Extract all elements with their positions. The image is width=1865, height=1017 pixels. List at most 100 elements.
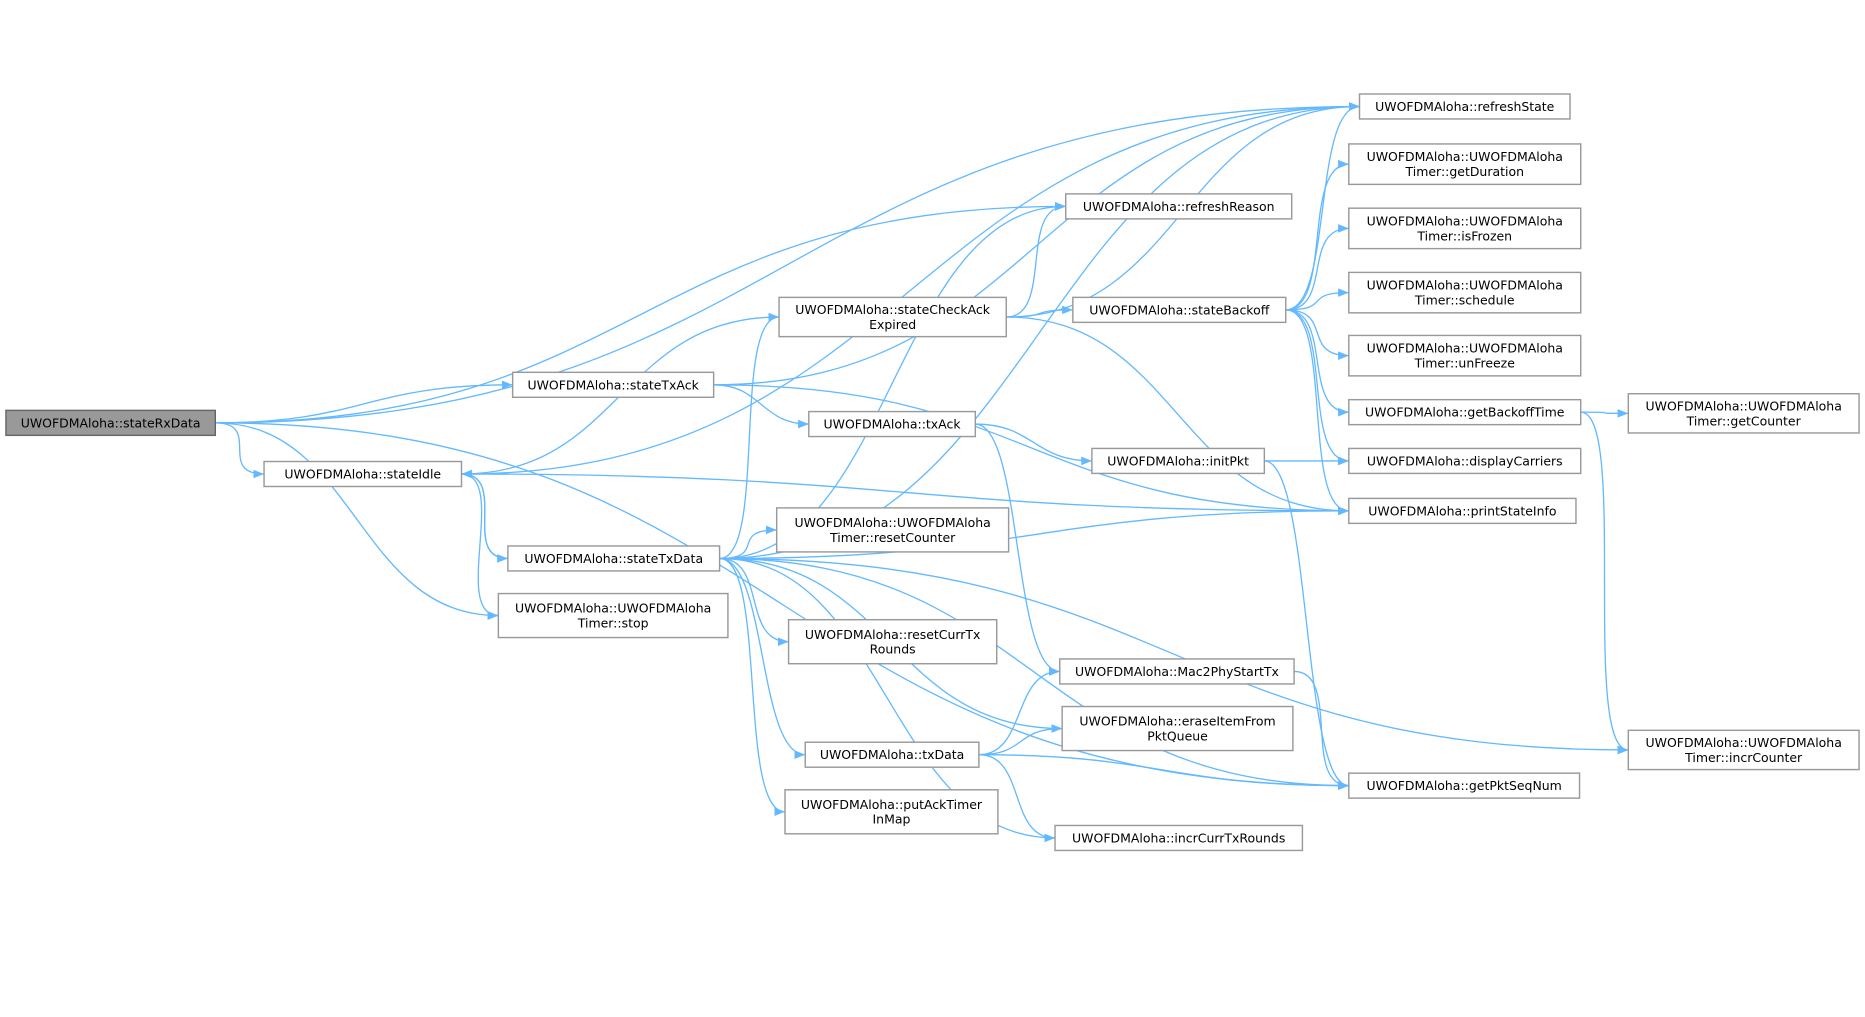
node-label: Rounds — [870, 642, 916, 657]
node-label: UWOFDMAloha::stateIdle — [284, 467, 441, 482]
node-box — [1348, 772, 1581, 799]
edge-stateBackoff-to-printStateInfo — [1285, 309, 1349, 516]
node-incrCounter[interactable]: UWOFDMAloha::UWOFDMAlohaTimer::incrCount… — [1627, 729, 1860, 771]
edge-stateTxAck-to-refreshState — [713, 102, 1360, 386]
edge-stateBackoff-to-getBackoffTime — [1285, 309, 1349, 417]
node-label: Expired — [869, 317, 916, 332]
node-label: UWOFDMAloha::UWOFDMAloha — [1646, 398, 1842, 413]
edge-stateBackoff-to-displayCarriers — [1285, 309, 1349, 466]
edge-stateTxData-to-incrCounter — [719, 557, 1629, 755]
node-label: Timer::incrCounter — [1684, 750, 1803, 765]
edge-initPkt-to-getPktSeqNum — [1264, 460, 1349, 790]
node-box — [1358, 93, 1571, 120]
edge-txAck-to-initPkt — [975, 423, 1092, 466]
edge-getBackoffTime-to-incrCounter — [1580, 411, 1629, 755]
node-label: UWOFDMAloha::printStateInfo — [1368, 503, 1556, 518]
node-label: UWOFDMAloha::resetCurrTx — [805, 627, 981, 642]
node-box — [263, 460, 463, 488]
edge-stateTxData-to-refreshReason — [719, 202, 1066, 560]
node-incrCurrTxRounds[interactable]: UWOFDMAloha::incrCurrTxRounds — [1054, 824, 1304, 852]
node-box — [1348, 207, 1582, 250]
node-txAck[interactable]: UWOFDMAloha::txAck — [808, 410, 977, 438]
edge-stateBackoff-to-getDuration — [1285, 159, 1349, 311]
node-label: Timer::resetCounter — [829, 530, 956, 545]
node-label: UWOFDMAloha::stateTxAck — [527, 377, 699, 392]
edge-stateTxData-to-stateCheckAckExpired — [719, 312, 780, 560]
edge-stateTxAck-to-txAck — [713, 384, 809, 429]
edge-stateBackoff-to-schedule — [1285, 288, 1349, 311]
node-box — [1059, 658, 1295, 685]
node-refreshState[interactable]: UWOFDMAloha::refreshState — [1358, 93, 1571, 120]
node-getPktSeqNum[interactable]: UWOFDMAloha::getPktSeqNum — [1348, 772, 1581, 799]
edge-stateIdle-to-printStateInfo — [461, 473, 1349, 516]
node-label: UWOFDMAloha::UWOFDMAloha — [794, 515, 990, 530]
node-label: UWOFDMAloha::UWOFDMAloha — [515, 601, 711, 616]
node-box — [1065, 193, 1293, 220]
edge-stateCheckAckExpired-to-printStateInfo — [1006, 316, 1349, 516]
node-txData[interactable]: UWOFDMAloha::txData — [804, 741, 980, 768]
node-refreshReason[interactable]: UWOFDMAloha::refreshReason — [1065, 193, 1293, 220]
node-stateTxData[interactable]: UWOFDMAloha::stateTxData — [507, 545, 721, 572]
node-displayCarriers[interactable]: UWOFDMAloha::displayCarriers — [1348, 447, 1582, 475]
node-label: Timer::schedule — [1414, 293, 1515, 308]
node-label: Timer::stop — [577, 616, 649, 631]
node-stateBackoff[interactable]: UWOFDMAloha::stateBackoff — [1072, 296, 1287, 324]
edge-Mac2PhyStartTx-to-getPktSeqNum — [1294, 670, 1349, 790]
nodes: UWOFDMAloha::stateRxDataUWOFDMAloha::sta… — [5, 93, 1860, 852]
node-label: Timer::getDuration — [1405, 164, 1524, 179]
node-Mac2PhyStartTx[interactable]: UWOFDMAloha::Mac2PhyStartTx — [1059, 658, 1295, 685]
node-label: UWOFDMAloha::UWOFDMAloha — [1367, 278, 1563, 293]
edge-txData-to-getPktSeqNum — [978, 754, 1349, 790]
node-box — [1061, 705, 1294, 752]
node-initPkt[interactable]: UWOFDMAloha::initPkt — [1091, 447, 1266, 475]
node-stateRxData[interactable]: UWOFDMAloha::stateRxData — [5, 409, 216, 437]
edge-txAck-to-Mac2PhyStartTx — [975, 423, 1060, 676]
node-label: UWOFDMAloha::incrCurrTxRounds — [1072, 830, 1285, 845]
node-stateTxAck[interactable]: UWOFDMAloha::stateTxAck — [511, 371, 715, 399]
node-box — [1348, 447, 1582, 475]
edge-txData-to-incrCurrTxRounds — [978, 754, 1056, 843]
node-getBackoffTime[interactable]: UWOFDMAloha::getBackoffTime — [1348, 398, 1582, 426]
node-box — [511, 371, 715, 399]
node-box — [1348, 497, 1577, 525]
node-box — [507, 545, 721, 572]
node-label: UWOFDMAloha::txData — [820, 747, 964, 762]
node-box — [804, 741, 980, 768]
edge-stateBackoff-to-unFreeze — [1285, 309, 1349, 360]
edge-stateRxData-to-refreshReason — [215, 202, 1066, 424]
node-box — [1054, 824, 1304, 852]
node-getCounter[interactable]: UWOFDMAloha::UWOFDMAlohaTimer::getCounte… — [1627, 393, 1860, 434]
node-getDuration[interactable]: UWOFDMAloha::UWOFDMAlohaTimer::getDurati… — [1348, 143, 1582, 186]
node-printStateInfo[interactable]: UWOFDMAloha::printStateInfo — [1348, 497, 1577, 525]
node-label: UWOFDMAloha::eraseItemFrom — [1079, 714, 1275, 729]
edge-stateTxAck-to-printStateInfo — [713, 384, 1349, 516]
edge-stateRxData-to-stop — [215, 422, 499, 620]
node-box — [787, 618, 998, 665]
node-label: UWOFDMAloha::initPkt — [1107, 453, 1249, 468]
node-box — [1348, 398, 1582, 426]
edge-stateIdle-to-refreshState — [461, 102, 1360, 475]
node-box — [1072, 296, 1287, 324]
node-label: UWOFDMAloha::stateTxData — [524, 551, 703, 566]
edge-stateTxData-to-getPktSeqNum — [719, 557, 1349, 790]
edge-stateTxData-to-resetCounter — [719, 525, 777, 560]
node-box — [1627, 393, 1860, 434]
edge-stateTxData-to-txData — [719, 557, 806, 759]
node-box — [1091, 447, 1266, 475]
node-resetCounter[interactable]: UWOFDMAloha::UWOFDMAlohaTimer::resetCoun… — [775, 507, 1010, 553]
node-box — [1348, 271, 1582, 314]
edge-stateTxData-to-stateIdle — [461, 469, 508, 560]
node-label: UWOFDMAloha::txAck — [824, 417, 962, 432]
node-label: InMap — [873, 812, 911, 827]
node-stateIdle[interactable]: UWOFDMAloha::stateIdle — [263, 460, 463, 488]
node-box — [775, 507, 1010, 553]
node-box — [5, 409, 216, 437]
